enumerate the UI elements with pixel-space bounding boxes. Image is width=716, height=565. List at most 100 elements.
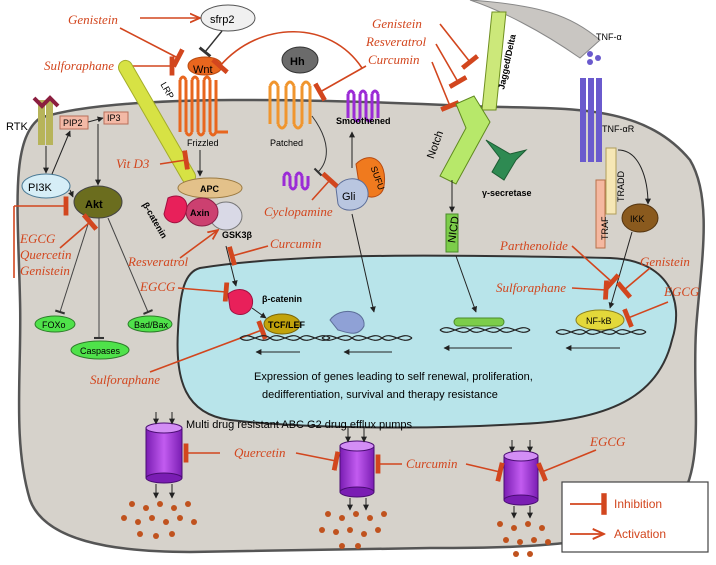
- ikk-node: [621, 203, 659, 233]
- egcg-akt-agent: EGCG: [19, 231, 56, 246]
- hh-label: Hh: [290, 56, 305, 68]
- caspases-label: Caspases: [80, 346, 121, 356]
- beta-catenin-nuc-label: β-catenin: [262, 294, 302, 304]
- dna-helix-hh: [321, 335, 413, 341]
- sfrp2-node: [200, 4, 256, 32]
- sfrp2-label: sfrp2: [210, 14, 234, 26]
- legend-activation-label: Activation: [614, 527, 666, 541]
- legend-inhibition-label: Inhibition: [614, 497, 662, 511]
- gli-nuclear-shape: [329, 311, 365, 334]
- ikk-to-nfkb-arrow: [608, 231, 633, 309]
- beta-catenin-to-tcf: [251, 307, 267, 319]
- curcumin-top-right-agent: Curcumin: [368, 52, 420, 67]
- sulforaphane-right-agent: Sulforaphane: [496, 280, 566, 295]
- parthenolide-inhibits-ikk: [571, 245, 621, 291]
- genistein-top-left-agent: Genistein: [68, 12, 118, 27]
- ikk-label: IKK: [630, 214, 645, 224]
- sfrp2-inhibits-wnt: [198, 30, 223, 58]
- genistein-inhibits-jagged: [439, 23, 480, 70]
- nucleus: [176, 254, 677, 429]
- sulforaphane-bottom-agent: Sulforaphane: [90, 372, 160, 387]
- egcg-left-agent: EGCG: [139, 279, 176, 294]
- beta-catenin-nuc-shape: [227, 289, 254, 315]
- pip2-label: PIP2: [63, 118, 83, 128]
- vitd3-inhibits-frizzled: [159, 150, 190, 170]
- tnf-alpha-receptor: [580, 78, 602, 162]
- nicd-label: NICD: [446, 215, 462, 243]
- pi3k-node: [21, 173, 71, 199]
- nucleus-text-line2: dedifferentiation, survival and therapy …: [262, 389, 498, 401]
- resveratrol-top-right-agent: Resveratrol: [365, 34, 427, 49]
- akt-inhibitor-bracket: [13, 206, 66, 278]
- lrp-label: LRP: [158, 80, 175, 100]
- rtk-label: RTK: [6, 121, 28, 133]
- nicd-shape: [445, 213, 459, 253]
- egcg-inhibits-nfkb: [622, 301, 669, 328]
- curcumin-pump-agent: Curcumin: [406, 456, 458, 471]
- dna-helix-notch: [439, 327, 531, 333]
- wnt-label: Wnt: [193, 64, 213, 76]
- pi3k-to-pip2-arrow: [51, 130, 71, 175]
- dna-helix-nfkb: [555, 329, 647, 335]
- gli-shape: [335, 178, 369, 211]
- sulforaphane-inhibits-nfkb: [571, 280, 609, 300]
- gsk3b-label: GSK3β: [222, 230, 253, 240]
- caspases-node: [70, 340, 130, 360]
- patched-inhibits-smo: [311, 115, 327, 177]
- nf-kb-label: NF-kB: [586, 316, 612, 326]
- curcumin-mid-agent: Curcumin: [270, 236, 322, 251]
- akt-to-foxo: [54, 217, 91, 315]
- tnf-alpha-ligand: [587, 51, 601, 65]
- tradd-box: [605, 147, 617, 215]
- tradd-label: TRADD: [616, 171, 626, 202]
- tradd-to-ikk-arrow: [617, 149, 651, 205]
- curcumin-inhibits-pump3: [465, 462, 505, 482]
- akt-inhibitor-line: [59, 213, 99, 249]
- efflux-pump-3: [503, 450, 539, 506]
- badbax-label: Bad/Bax: [134, 320, 169, 330]
- beta-catenin-cyto-shape: [163, 195, 188, 224]
- nucleus-text-line1: Expression of genes leading to self rene…: [254, 371, 533, 383]
- curcumin-top-inhibits-wnt-arc: [211, 30, 363, 75]
- gli-to-nucleus-arrow: [351, 213, 376, 313]
- cyclopamine-agent: Cyclopamine: [264, 204, 333, 219]
- legend-box: [561, 481, 709, 553]
- notch-receptor: [439, 95, 491, 185]
- genistein-inhibits-wnt: [119, 27, 185, 68]
- genistein-inhibits-ikk: [615, 267, 651, 299]
- egcg-right-agent: EGCG: [663, 284, 700, 299]
- sulforaphane-wnt-agent: Sulforaphane: [44, 58, 114, 73]
- frizzled-receptor: [178, 75, 228, 137]
- apc-label: APC: [200, 184, 220, 194]
- vitd3-agent: Vit D3: [116, 156, 150, 171]
- efflux-pump-2: [339, 440, 375, 498]
- sulforaphane-inhibits-tcf: [149, 320, 268, 373]
- apc-node: [177, 177, 243, 199]
- curcumin-top-inhibits-hh: [313, 65, 367, 102]
- cyclopamine-inhibits-smo: [311, 171, 339, 201]
- egcg-pump-agent: EGCG: [589, 434, 626, 449]
- smo-inhibitor-shape: [282, 171, 310, 191]
- smoothened-label: Smoothened: [336, 116, 391, 126]
- gli-label: Gli: [342, 191, 355, 203]
- tnf-alpha-label: TNF-α: [596, 32, 622, 42]
- resveratrol-inhibits-notch: [435, 43, 468, 89]
- akt-to-badbax: [107, 217, 154, 315]
- foxo-node: [34, 315, 76, 333]
- traf-box: [595, 179, 606, 249]
- jagged-delta-ligand: [481, 11, 507, 111]
- ip3-label: IP3: [107, 113, 121, 123]
- pip2-to-ip3-arrow: [87, 116, 104, 123]
- genistein-right-agent: Genistein: [640, 254, 690, 269]
- pump-flow-arrows: [153, 412, 533, 519]
- pi3k-to-akt-arrow: [68, 189, 74, 198]
- traf-label: TRAF: [600, 216, 610, 240]
- egcg-inhibits-betacatenin: [177, 282, 230, 302]
- tcf-lef-label: TCF/LEF: [268, 320, 305, 330]
- effluxed-drug-dots: [121, 501, 551, 557]
- egcg-inhibits-pump3: [536, 449, 597, 482]
- genistein-akt-agent: Genistein: [20, 263, 70, 278]
- quercetin-inhibits-pump2: [295, 451, 341, 471]
- pumps-label: Multi drug resistant ABC G2 drug efflux …: [186, 419, 413, 431]
